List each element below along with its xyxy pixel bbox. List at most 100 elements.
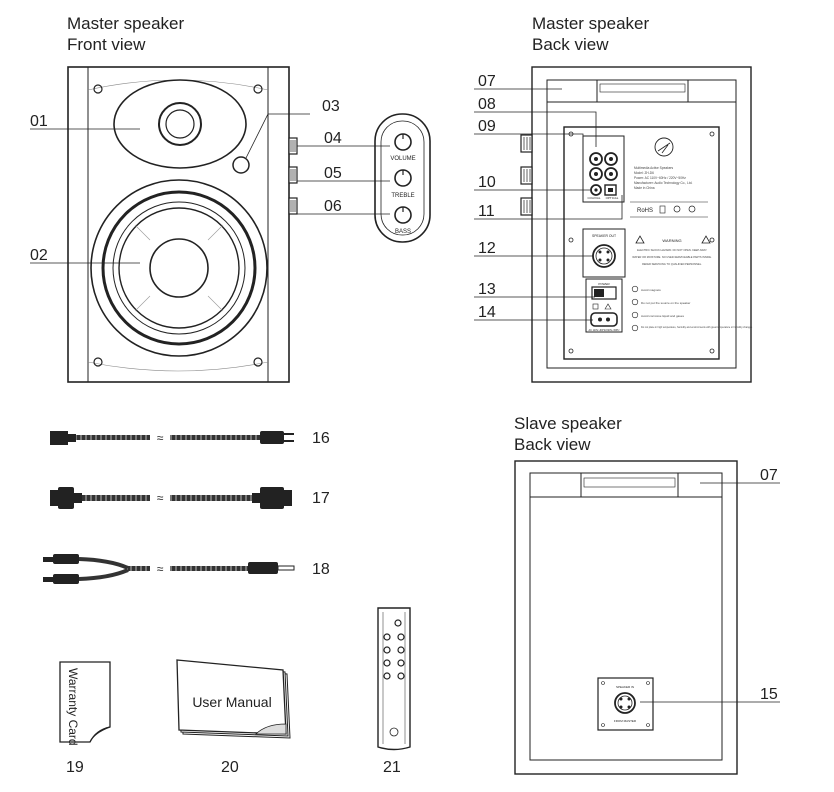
remote-button <box>397 633 405 641</box>
callout-05: 05 <box>324 165 342 182</box>
back-view-title-line1: Master speaker <box>532 14 650 33</box>
front-view-title-line1: Master speaker <box>67 14 185 33</box>
screw-icon <box>93 357 103 367</box>
speaker-out-label: SPEAKER OUT <box>592 234 616 238</box>
master-back-view: COAXIAL OPTICAL Multimedia Active Speake… <box>474 66 753 383</box>
note-icon <box>631 285 639 293</box>
callout-07-slave: 07 <box>760 467 778 484</box>
svg-text:≈: ≈ <box>157 431 164 445</box>
cert-icon <box>673 205 681 213</box>
note-icon <box>631 311 639 319</box>
note-3: Avoid corrosive liquid and gases <box>641 314 684 318</box>
screw-icon <box>253 357 263 367</box>
front-view-title-line2: Front view <box>67 35 146 54</box>
woofer-dustcap <box>149 238 209 298</box>
din-plug-icon <box>50 490 58 506</box>
master-front-view: VOLUME TREBLE BASS 01 02 03 04 05 06 <box>30 66 431 383</box>
aux-plug-icon <box>248 562 278 574</box>
screw-icon <box>253 84 263 94</box>
callout-17: 17 <box>312 490 330 507</box>
callout-02: 02 <box>30 247 48 264</box>
user-manual: User Manual 20 <box>176 659 291 776</box>
warning-icon <box>701 235 711 244</box>
front-view-title: Master speaker Front view <box>67 13 184 55</box>
callout-09: 09 <box>478 118 496 135</box>
recycle-bin-icon <box>659 205 666 214</box>
callout-15: 15 <box>760 686 778 703</box>
label-line2: Model: ZH-D6 <box>634 171 654 175</box>
callout-01: 01 <box>30 113 48 130</box>
remote-button <box>383 659 391 667</box>
rca-cable: ≈ 18 <box>43 554 330 584</box>
power-cable: ≈ 16 <box>50 430 330 447</box>
callout-12: 12 <box>478 240 496 257</box>
rca-plug-icon <box>53 574 79 584</box>
volume-label: VOLUME <box>390 156 415 162</box>
callout-06: 06 <box>324 198 342 215</box>
warning-icon <box>635 235 645 244</box>
iec-plug-icon <box>50 431 68 445</box>
bass-label: BASS <box>395 229 411 235</box>
screw-icon <box>93 84 103 94</box>
slave-view-title: Slave speaker Back view <box>514 413 622 455</box>
callout-08: 08 <box>478 96 496 113</box>
mains-plug-icon <box>260 431 284 444</box>
remote-button <box>383 633 391 641</box>
remote-button <box>383 672 391 680</box>
callout-21: 21 <box>383 759 401 776</box>
power-switch-rocker <box>594 289 604 297</box>
slave-back-view: SPEAKER IN FROM MASTER 07 15 <box>514 460 780 775</box>
note-1: Avoid magnets <box>641 288 661 292</box>
callout-07: 07 <box>478 73 496 90</box>
treble-label: TREBLE <box>391 193 414 199</box>
callout-19: 19 <box>66 759 84 776</box>
cert-icon <box>688 205 696 213</box>
remote-control: 21 <box>377 607 411 776</box>
remote-button <box>397 672 405 680</box>
callout-13: 13 <box>478 281 496 298</box>
warning-text-2: WATER OR MOISTURE. NO USER-SERVICEABLE P… <box>632 255 712 259</box>
callout-04: 04 <box>324 130 342 147</box>
user-manual-label: User Manual <box>192 694 271 710</box>
callout-10: 10 <box>478 174 496 191</box>
callout-20: 20 <box>221 759 239 776</box>
remote-button <box>383 646 391 654</box>
warning-heading: WARNING <box>662 238 681 243</box>
warning-text-1: ELECTRIC SHOCK HAZARD. DO NOT OPEN. KEEP… <box>637 248 707 252</box>
optical-label: OPTICAL <box>606 196 619 200</box>
back-view-title: Master speaker Back view <box>532 13 649 55</box>
callout-16: 16 <box>312 430 330 447</box>
rca-plug-icon <box>53 554 79 564</box>
callout-14: 14 <box>478 304 496 321</box>
label-line1: Multimedia Active Speakers <box>634 166 674 170</box>
label-line5: Made in China <box>634 186 655 190</box>
remote-logo-icon <box>389 727 399 737</box>
din-plug-icon <box>252 493 260 503</box>
back-view-title-line2: Back view <box>532 35 609 54</box>
note-2: Do not put fire source on the speaker <box>641 301 690 305</box>
ac-rating-label: AC 110V~60Hz/220V~50Hz <box>589 329 621 332</box>
svg-text:≈: ≈ <box>157 562 164 576</box>
label-line3: Power: AC 110V~60Hz / 220V~50Hz <box>634 176 686 180</box>
slave-view-title-line1: Slave speaker <box>514 414 622 433</box>
callout-18: 18 <box>312 561 330 578</box>
warranty-card: Warranty Card 19 <box>59 661 111 776</box>
slave-in-label: SPEAKER IN <box>616 685 634 689</box>
ir-receiver <box>232 156 250 174</box>
input-block <box>582 135 625 203</box>
rohs-label: RoHS <box>637 208 653 214</box>
label-line4: Manufacturer: Audio Technology Co., Ltd. <box>634 181 693 185</box>
note-icon <box>631 298 639 306</box>
note-4: Do not place in high temperature, humidi… <box>641 326 753 329</box>
svg-text:≈: ≈ <box>157 491 164 505</box>
callout-03: 03 <box>322 98 340 115</box>
warning-text-3: REFER SERVICING TO QUALIFIED PERSONNEL. <box>642 262 702 266</box>
speaker-cable: ≈ 17 <box>50 487 330 509</box>
coaxial-label: COAXIAL <box>587 196 600 200</box>
remote-power-button <box>394 619 402 627</box>
warranty-card-label: Warranty Card <box>66 668 80 746</box>
remote-button <box>397 646 405 654</box>
ac-inlet-icon <box>590 312 618 327</box>
power-label: POWER <box>598 282 610 286</box>
